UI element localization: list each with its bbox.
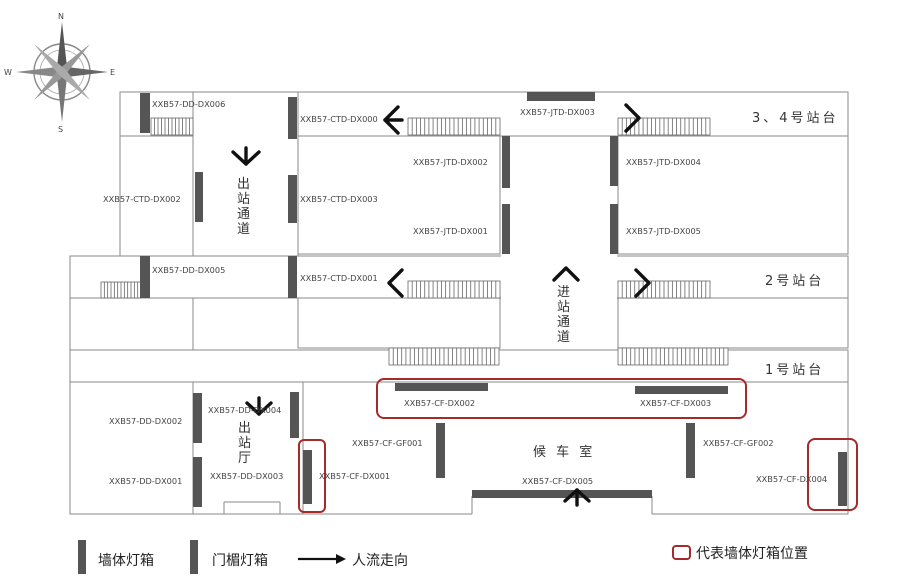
highlight-cf004 xyxy=(807,438,858,511)
label-jtd004: XXB57-JTD-DX004 xyxy=(626,157,701,167)
legend-highlight-label: 代表墙体灯箱位置 xyxy=(696,546,808,562)
label-jtd001: XXB57-JTD-DX001 xyxy=(413,226,488,236)
staircases xyxy=(100,117,729,366)
label-gf001: XXB57-CF-GF001 xyxy=(352,438,423,448)
label-cf004: XXB57-CF-DX004 xyxy=(756,474,827,484)
legend-highlight-swatch xyxy=(672,545,691,560)
compass-n: N xyxy=(58,12,64,21)
label-dd001: XXB57-DD-DX001 xyxy=(109,476,182,486)
legend-door-box-label: 门楣灯箱 xyxy=(212,553,268,569)
label-ctd002: XXB57-CTD-DX002 xyxy=(103,194,181,204)
light-box-labels: XXB57-DD-DX006 XXB57-CTD-DX000 XXB57-JTD… xyxy=(103,99,827,486)
label-jtd003: XXB57-JTD-DX003 xyxy=(520,107,595,117)
label-cf002: XXB57-CF-DX002 xyxy=(404,398,475,408)
entry-passage-char-1: 站 xyxy=(557,300,570,315)
label-ctd000: XXB57-CTD-DX000 xyxy=(300,114,378,124)
label-dd005: XXB57-DD-DX005 xyxy=(152,265,225,275)
highlight-boxes xyxy=(298,378,858,513)
label-ctd001: XXB57-CTD-DX001 xyxy=(300,273,378,283)
compass-rose-icon: N S E W xyxy=(4,12,115,134)
waiting-room-label: 候 车 室 xyxy=(533,444,595,460)
stair-mid-right xyxy=(617,280,711,299)
legend-wall-box-label: 墙体灯箱 xyxy=(98,553,154,569)
exit-passage-char-0: 出 xyxy=(237,177,250,192)
exit-hall-char-2: 厅 xyxy=(238,451,251,466)
label-jtd002: XXB57-JTD-DX002 xyxy=(413,157,488,167)
exit-passage-char-1: 站 xyxy=(237,192,250,207)
stair-low-center xyxy=(388,347,500,366)
label-ctd003: XXB57-CTD-DX003 xyxy=(300,194,378,204)
exit-hall-label: 出站厅 xyxy=(238,421,251,466)
entry-passage-char-3: 道 xyxy=(557,330,570,345)
exit-hall-char-1: 站 xyxy=(238,436,251,451)
stair-top-center xyxy=(407,117,501,136)
label-dd006: XXB57-DD-DX006 xyxy=(152,99,225,109)
exit-passage-char-2: 通 xyxy=(237,207,250,222)
building-walls xyxy=(69,91,849,516)
label-gf002: XXB57-CF-GF002 xyxy=(703,438,774,448)
stair-top-left xyxy=(150,117,194,136)
entry-passage-char-0: 进 xyxy=(557,285,570,300)
exit-hall-char-0: 出 xyxy=(238,421,251,436)
legend-wall-box-swatch xyxy=(78,540,86,574)
compass-s: S xyxy=(58,125,63,134)
exit-passage-char-3: 道 xyxy=(237,222,250,237)
label-dd004: XXB57-DD-DX004 xyxy=(208,405,281,415)
legend-door-box-swatch xyxy=(190,540,198,574)
compass-e: E xyxy=(110,68,115,77)
stair-top-right xyxy=(617,117,711,136)
label-cf003: XXB57-CF-DX003 xyxy=(640,398,711,408)
legend-flow-arrow-icon xyxy=(298,554,346,564)
label-dd003: XXB57-DD-DX003 xyxy=(210,471,283,481)
light-box-markers xyxy=(140,92,847,507)
flow-arrows xyxy=(231,103,651,507)
entry-passage-char-2: 通 xyxy=(557,315,570,330)
legend-flow-label: 人流走向 xyxy=(352,553,408,569)
label-jtd005: XXB57-JTD-DX005 xyxy=(626,226,701,236)
label-dd002: XXB57-DD-DX002 xyxy=(109,416,182,426)
stair-mid-left xyxy=(100,281,142,299)
stair-mid-center xyxy=(407,280,501,299)
platform-2-label: 2号站台 xyxy=(765,274,824,289)
platform-3-4-label: 3、4号站台 xyxy=(752,111,839,126)
platform-1-label: 1号站台 xyxy=(765,363,824,378)
highlight-cf002-cf003 xyxy=(376,378,747,419)
label-cf001: XXB57-CF-DX001 xyxy=(319,471,390,481)
legend: 墙体灯箱 门楣灯箱 人流走向 代表墙体灯箱位置 xyxy=(78,540,808,574)
highlight-cf001 xyxy=(298,439,326,513)
compass-w: W xyxy=(4,68,12,77)
stair-low-right xyxy=(617,347,729,366)
label-cf005: XXB57-CF-DX005 xyxy=(522,476,593,486)
